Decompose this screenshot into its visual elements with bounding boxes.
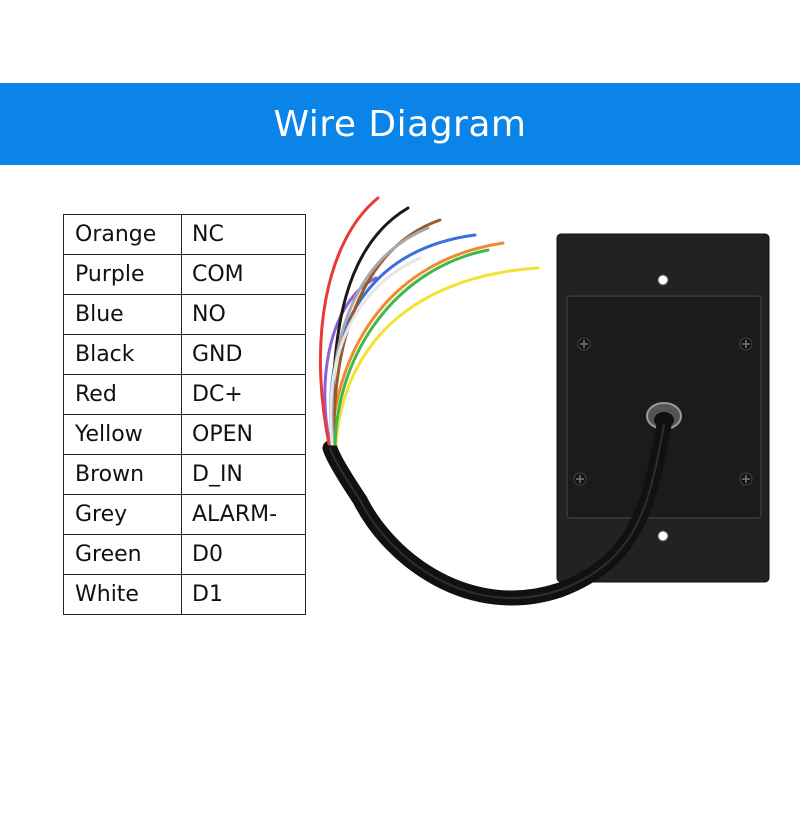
wire-function-label: GND <box>181 334 306 375</box>
table-row: Red DC+ <box>63 374 306 415</box>
wire-color-label: Yellow <box>63 414 182 455</box>
wire-white <box>329 256 422 446</box>
access-reader-illustration <box>318 196 770 606</box>
screw-icon <box>739 472 753 486</box>
wire-table-body: Orange NC Purple COM Blue NO Black GND R… <box>63 214 306 615</box>
table-row: Yellow OPEN <box>63 414 306 455</box>
wire-function-label: D0 <box>181 534 306 575</box>
table-row: Green D0 <box>63 534 306 575</box>
wire-orange <box>329 241 505 446</box>
wire-function-label: D_IN <box>181 454 306 495</box>
table-row: White D1 <box>63 574 306 615</box>
page-title: Wire Diagram <box>273 103 527 145</box>
table-row: Brown D_IN <box>63 454 306 495</box>
wire-color-label: Grey <box>63 494 182 535</box>
wire-function-label: COM <box>181 254 306 295</box>
wire-function-label: DC+ <box>181 374 306 415</box>
wire-color-table: Orange NC Purple COM Blue NO Black GND R… <box>63 214 306 615</box>
table-row: Purple COM <box>63 254 306 295</box>
wire-function-label: ALARM- <box>181 494 306 535</box>
wire-red <box>318 196 380 446</box>
wire-color-label: Blue <box>63 294 182 335</box>
screw-icon <box>739 337 753 351</box>
table-row: Black GND <box>63 334 306 375</box>
table-row: Grey ALARM- <box>63 494 306 535</box>
screw-icon <box>577 337 591 351</box>
colored-wires <box>318 196 540 446</box>
table-row: Blue NO <box>63 294 306 335</box>
wire-function-label: NC <box>181 214 306 255</box>
wire-function-label: NO <box>181 294 306 335</box>
wire-color-label: Black <box>63 334 182 375</box>
wire-brown <box>332 218 442 446</box>
cable-highlight <box>329 424 665 599</box>
wire-function-label: D1 <box>181 574 306 615</box>
wire-color-label: Orange <box>63 214 182 255</box>
wire-color-label: White <box>63 574 182 615</box>
wire-color-label: Brown <box>63 454 182 495</box>
wire-color-label: Purple <box>63 254 182 295</box>
wire-color-label: Green <box>63 534 182 575</box>
wire-function-label: OPEN <box>181 414 306 455</box>
title-banner: Wire Diagram <box>0 83 800 165</box>
mounting-hole-bottom <box>657 530 669 542</box>
screw-icon <box>573 472 587 486</box>
wire-green <box>333 248 490 446</box>
wire-yellow <box>334 266 540 446</box>
mounting-hole-top <box>657 274 669 286</box>
wire-color-label: Red <box>63 374 182 415</box>
table-row: Orange NC <box>63 214 306 255</box>
